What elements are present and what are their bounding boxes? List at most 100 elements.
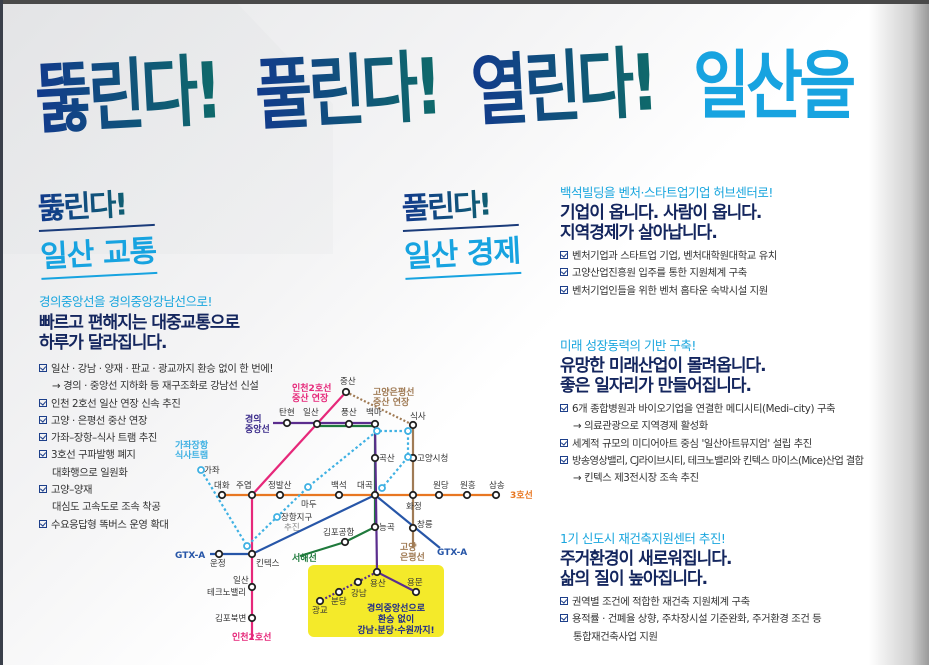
list-item: 권역별 조건에 적합한 재건축 지원체계 구축 <box>560 594 821 611</box>
checkbox-icon <box>39 415 47 424</box>
list-item: 3호선 구파발행 폐지 <box>39 447 273 464</box>
checkbox-icon <box>39 450 47 459</box>
station-label: 운정 <box>210 558 226 569</box>
station-label: 강남 <box>351 588 367 599</box>
tram-stop-markers <box>197 427 412 550</box>
station-label: 식사 <box>410 412 426 422</box>
station-label: 광교 <box>312 605 328 616</box>
line-label-part: 중산 연장 <box>373 396 410 408</box>
station-label: 일산 <box>303 407 319 418</box>
station-label: 김포북변 <box>215 613 246 624</box>
list-item: → 경의 · 중앙선 지하화 등 재구조화로 강남선 신설 <box>52 380 259 393</box>
station-label: 용산 <box>370 578 386 589</box>
economy-2-headline-1: 유망한 미래산업이 몰려옵니다. <box>560 356 767 376</box>
station-labels: 중산 탄현 일산 풍산 백마 식사 곡산 고양시청 가좌 대화 주엽 정발산 마… <box>204 376 505 624</box>
list-item: 가좌–장항–식사 트램 추진 <box>39 430 273 447</box>
line-gyeongui-ext <box>319 571 378 602</box>
station-label: 원흥 <box>460 480 476 491</box>
line-label-3: 3호선 <box>510 489 533 501</box>
callout-line-1: 경의중앙선으로 <box>367 602 426 614</box>
station-label: 대곡 <box>357 481 373 491</box>
line-label-part: 중앙선 <box>245 423 270 435</box>
station-label: 곡산 <box>379 453 395 464</box>
callout-line-2: 환승 없이 <box>378 613 414 625</box>
economy-2-subtitle: 미래 성장동력의 기반 구축! <box>560 338 696 353</box>
brochure-page: 뚫린다! 풀린다! 열린다! 일산을 뚫린다! 일산 교통 풀린다! 일산 경제… <box>3 4 929 665</box>
transport-headline-1: 빠르고 편해지는 대중교통으로 <box>39 313 240 333</box>
checkbox-icon <box>39 364 47 372</box>
checkbox-icon <box>560 614 568 623</box>
list-item: 대심도 고속도로 조속 착공 <box>52 501 161 514</box>
list-item: 일산 · 강남 · 양재 · 판교 · 광교까지 환승 없이 한 번에! <box>39 361 273 378</box>
list-item: 벤처기업과 스타트업 기업, 벤처대학원대학교 유치 <box>560 248 777 265</box>
station-label: 주엽 <box>236 480 252 491</box>
station-label: 풍산 <box>341 407 357 418</box>
line-label-part: 중산 연장 <box>292 392 329 404</box>
list-item: 통합재건축사업 지원 <box>573 630 658 643</box>
station-label: 탄현 <box>279 407 295 418</box>
line-label-part: 은평선 <box>400 551 425 563</box>
economy-2-headline-2: 좋은 일자리가 만들어집니다. <box>560 376 752 396</box>
economy-1-headline-1: 기업이 옵니다. 사람이 옵니다. <box>560 203 762 223</box>
economy-1-headline-2: 지역경제가 살아납니다. <box>560 223 718 243</box>
station-label: 장항지구 <box>281 512 312 523</box>
line-label-incheon2: 인천2호선 <box>232 631 271 643</box>
checkbox-icon <box>560 455 568 464</box>
checkbox-icon <box>560 285 568 294</box>
list-item: 고양–양재 <box>39 482 273 499</box>
station-label: 김포공항 <box>323 527 354 538</box>
line-label-part: 식사트램 <box>175 449 208 461</box>
page-edge-shadow <box>869 4 929 665</box>
transit-map: 중산 탄현 일산 풍산 백마 식사 곡산 고양시청 가좌 대화 주엽 정발산 마… <box>175 376 533 643</box>
window-top-border <box>0 0 929 4</box>
callout-box <box>308 565 444 637</box>
line-tram <box>200 429 410 548</box>
hero-word-4: 일산을 <box>693 41 856 130</box>
station-label: 분당 <box>331 596 347 607</box>
station-markers <box>214 387 501 623</box>
station-label: 가좌 <box>204 466 220 476</box>
economy-3-headline-2: 삶의 질이 높아집니다. <box>560 569 708 589</box>
economy-3-subtitle: 1기 신도시 재건축지원센터 추진! <box>560 531 726 546</box>
list-item: → 킨텍스 제3전시장 조속 추진 <box>573 472 699 485</box>
station-label: 추진 <box>284 522 300 533</box>
list-item: 벤처기업인들을 위한 벤처 홈타운 숙박시설 지원 <box>560 283 777 300</box>
list-item: 세계적 규모의 미디어아트 중심 '일산아트뮤지엄' 설립 추진 <box>560 436 863 453</box>
station-label: 킨텍스 <box>256 558 280 569</box>
window-left-border <box>0 0 3 665</box>
transport-subtitle: 경의중앙선을 경의중앙강남선으로! <box>39 294 213 309</box>
callout-line-3: 강남·분당·수원까지! <box>357 624 434 636</box>
checkbox-icon <box>560 268 568 277</box>
station-label: 마두 <box>301 500 317 510</box>
line-gtx-a <box>210 493 441 556</box>
checkbox-icon <box>560 438 568 447</box>
station-label: 정발산 <box>268 480 292 491</box>
list-item: → 의료관광으로 지역경제 활성화 <box>573 420 708 433</box>
line-label-gtx-left: GTX-A <box>175 551 205 561</box>
list-item: 고양산업진흥원 입주를 통한 지원체계 구축 <box>560 265 777 282</box>
station-label: 능곡 <box>379 523 395 533</box>
station-label: 일산 <box>233 575 249 586</box>
checkbox-icon <box>560 251 568 259</box>
station-label: 화정 <box>406 501 422 512</box>
checkbox-icon <box>39 485 47 494</box>
transport-block: 경의중앙선을 경의중앙강남선으로! 빠르고 편해지는 대중교통으로 하루가 달라… <box>39 291 273 534</box>
station-label: 백마 <box>366 407 382 418</box>
line-goyang-ext <box>345 391 414 426</box>
checkbox-icon <box>39 398 47 407</box>
economy-3-headline-1: 주거환경이 새로워집니다. <box>560 549 732 569</box>
checkbox-icon <box>560 404 568 412</box>
list-item: 인천 2호선 일산 연장 신속 추진 <box>39 396 273 413</box>
station-label: 창릉 <box>417 520 433 530</box>
list-item: 6개 종합병원과 바이오기업을 연결한 메디시티(Medi–city) 구축 <box>560 401 863 418</box>
line-label-gtx-right: GTX-A <box>437 548 467 558</box>
checkbox-icon <box>560 597 568 605</box>
list-item: 대화행으로 일원화 <box>52 466 128 479</box>
list-item: 용적률 · 건폐율 상향, 주차장시설 기준완화, 주거환경 조건 등 <box>560 611 822 628</box>
economy-block-3: 1기 신도시 재건축지원센터 추진! 주거환경이 새로워집니다. 삶의 질이 높… <box>560 528 822 646</box>
transport-headline-2: 하루가 달라집니다. <box>39 333 168 353</box>
